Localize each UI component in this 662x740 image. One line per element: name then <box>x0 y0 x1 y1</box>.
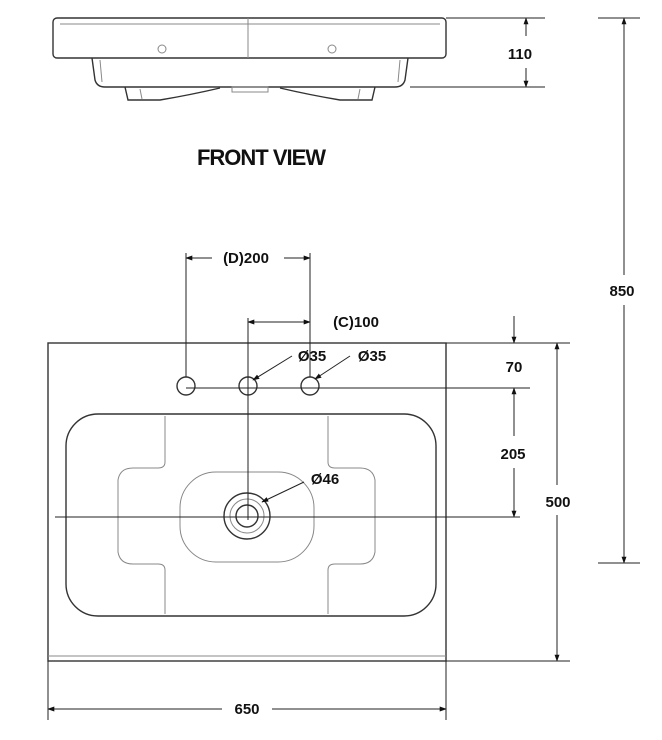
hole-right-diameter-label: Ø35 <box>358 348 386 365</box>
depth-dimension <box>446 342 570 662</box>
hole-left-diameter-label: Ø35 <box>298 348 326 365</box>
front-height-dimension <box>410 17 545 88</box>
tap-hole-right <box>300 376 320 396</box>
top-to-holes-dimension <box>446 316 570 344</box>
front-view-title: FRONT VIEW <box>197 145 326 170</box>
waste-diameter-label: Ø46 <box>311 471 339 488</box>
total-height-label: 850 <box>609 283 634 300</box>
tap-spread-label: (D)200 <box>223 250 269 267</box>
front-height-label: 110 <box>508 46 532 63</box>
tap-hole-left <box>176 376 196 396</box>
holes-to-waste-label: 205 <box>500 446 525 463</box>
total-height-dimension <box>598 17 640 564</box>
width-dimension <box>47 661 447 720</box>
waste-outlet <box>223 492 271 540</box>
depth-label: 500 <box>545 494 570 511</box>
front-view-basin <box>52 17 447 101</box>
center-offset-label: (C)100 <box>333 314 379 331</box>
top-to-holes-label: 70 <box>506 359 523 376</box>
top-view-basin <box>47 342 447 662</box>
width-label: 650 <box>234 701 259 718</box>
